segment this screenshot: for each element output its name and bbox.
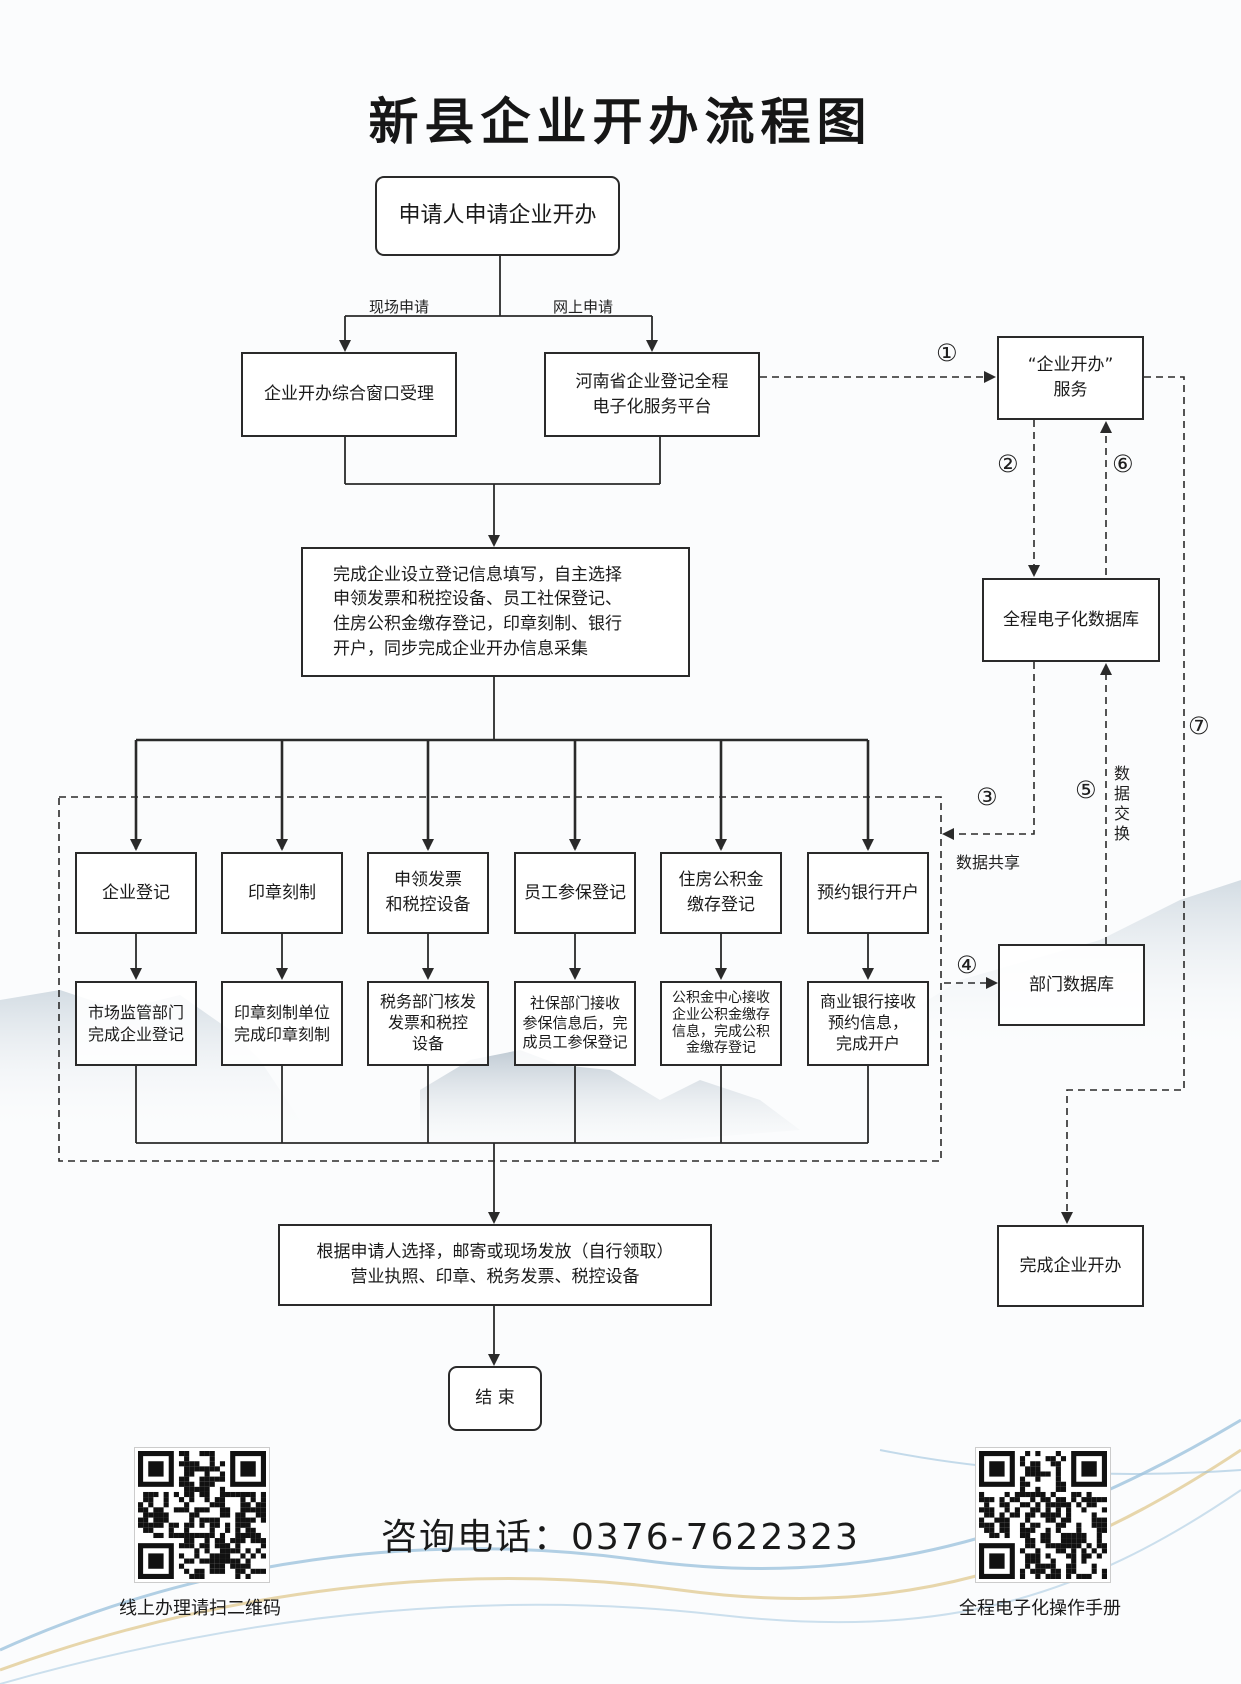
step-box: 住房公积金 缴存登记	[660, 852, 782, 934]
onsite-label: 现场申请	[369, 298, 430, 316]
marker-4: ④	[956, 951, 978, 979]
result-box: 商业银行接收 预约信息， 完成开户	[807, 981, 929, 1066]
result-box: 公积金中心接收 企业公积金缴存 信息，完成公积 金缴存登记	[660, 981, 782, 1066]
step-box: 员工参保登记	[514, 852, 636, 934]
service-box: “企业开办” 服务	[997, 336, 1144, 420]
issue-box: 根据申请人选择，邮寄或现场发放（自行领取） 营业执照、印章、税务发票、税控设备	[278, 1224, 712, 1306]
result-box: 税务部门核发 发票和税控 设备	[367, 981, 489, 1066]
marker-6: ⑥	[1112, 450, 1134, 478]
qr-code-online[interactable]	[135, 1448, 269, 1582]
phone-number: 咨询电话：0376-7622323	[381, 1517, 860, 1558]
marker-1: ①	[936, 339, 958, 367]
result-box: 社保部门接收 参保信息后，完 成员工参保登记	[514, 981, 636, 1066]
complete-box: 完成企业开办	[997, 1225, 1144, 1307]
step-box: 预约银行开户	[807, 852, 929, 934]
page-title: 新县企业开办流程图	[368, 93, 873, 151]
marker-2: ②	[997, 450, 1019, 478]
result-box: 印章刻制单位 完成印章刻制	[221, 981, 343, 1066]
data-share-label: 数据共享	[956, 853, 1021, 872]
step-box: 印章刻制	[221, 852, 343, 934]
marker-5: ⑤	[1075, 776, 1097, 804]
result-box: 市场监管部门 完成企业登记	[75, 981, 197, 1066]
qr-left-caption: 线上办理请扫二维码	[119, 1598, 281, 1619]
online-label: 网上申请	[553, 298, 614, 316]
qr-code-manual[interactable]	[976, 1448, 1110, 1582]
database-box: 全程电子化数据库	[982, 578, 1160, 662]
end-box: 结 束	[448, 1366, 542, 1431]
step-box: 企业登记	[75, 852, 197, 934]
start-box: 申请人申请企业开办	[375, 176, 620, 256]
dept-database-box: 部门数据库	[998, 944, 1145, 1026]
marker-7: ⑦	[1188, 712, 1210, 740]
step-box: 申领发票 和税控设备	[367, 852, 489, 934]
data-exchange-label: 数据交换	[1113, 764, 1130, 843]
qr-right-caption: 全程电子化操作手册	[959, 1598, 1121, 1619]
info-collection-box: 完成企业设立登记信息填写，自主选择 申领发票和税控设备、员工社保登记、 住房公积…	[301, 547, 690, 677]
platform-box: 河南省企业登记全程 电子化服务平台	[544, 352, 760, 437]
marker-3: ③	[976, 783, 998, 811]
window-box: 企业开办综合窗口受理	[241, 352, 457, 437]
